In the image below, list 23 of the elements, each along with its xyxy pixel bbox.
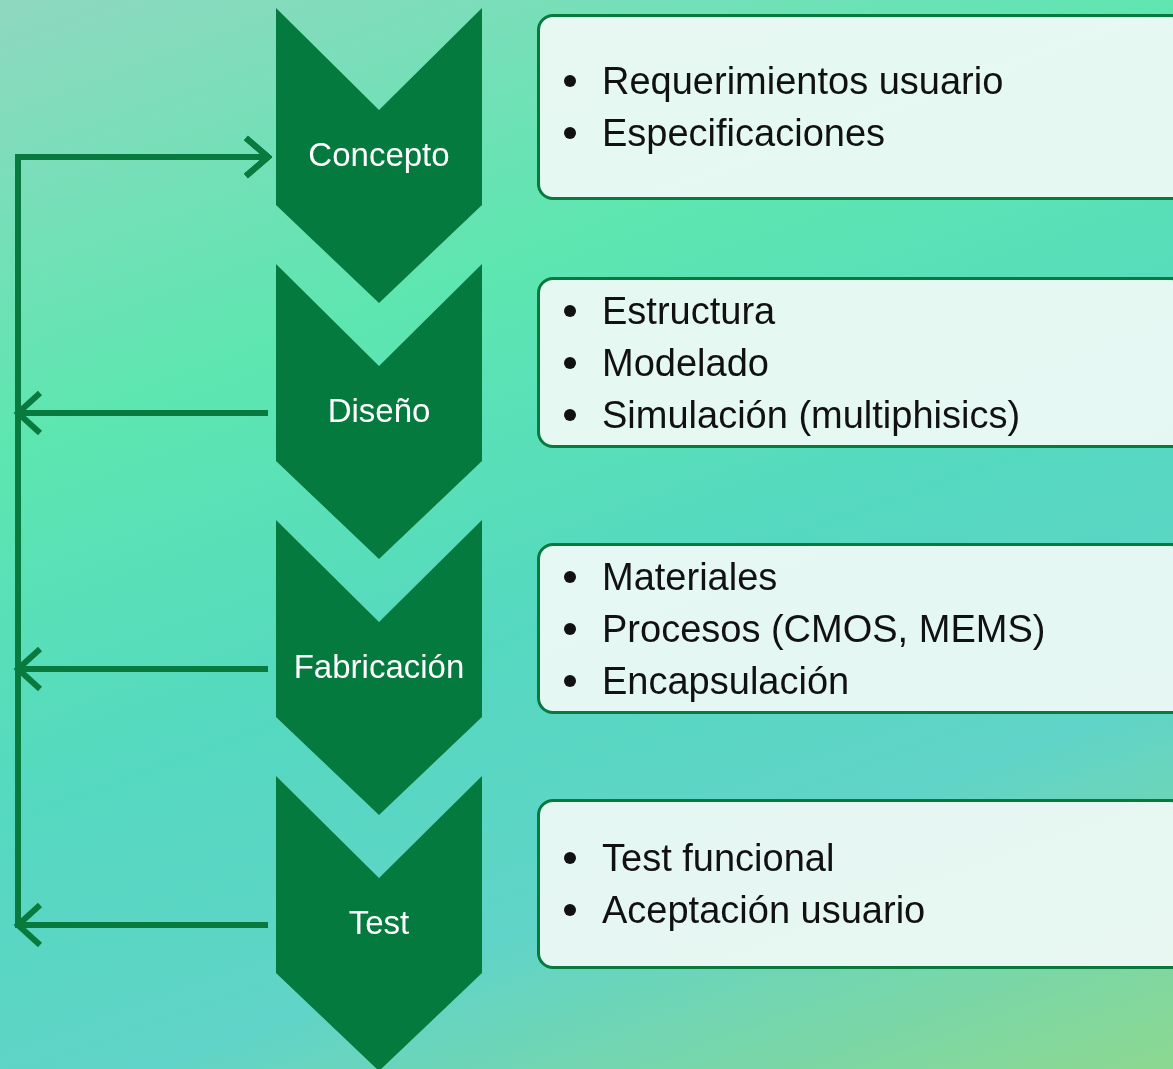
step-label: Test <box>347 903 411 943</box>
step-label: Diseño <box>326 391 432 431</box>
bullet-item: Aceptación usuario <box>602 888 926 933</box>
chevron-step <box>276 776 482 1069</box>
bullet-item: Procesos (CMOS, MEMS) <box>602 606 1046 652</box>
text-panel <box>537 799 1173 969</box>
bullet-item: Modelado <box>602 340 769 386</box>
step-label: Concepto <box>307 135 451 175</box>
text-panel <box>537 14 1173 200</box>
bullet-item: Test funcional <box>602 836 835 881</box>
step-label: Fabricación <box>292 647 466 687</box>
bullet-item: Requerimientos usuario <box>602 59 1004 104</box>
chevron-step <box>276 8 482 303</box>
bullet-item: Especificaciones <box>602 111 886 156</box>
text-panel <box>537 543 1173 714</box>
chevron-step <box>276 520 482 815</box>
bullet-item: Simulación (multiphisics) <box>602 392 1021 438</box>
bullet-item: Encapsulación <box>602 658 850 704</box>
text-panel <box>537 277 1173 448</box>
bullet-item: Materiales <box>602 554 778 600</box>
chevron-step <box>276 264 482 559</box>
bullet-item: Estructura <box>602 288 776 334</box>
feedback-arrow <box>13 135 271 948</box>
